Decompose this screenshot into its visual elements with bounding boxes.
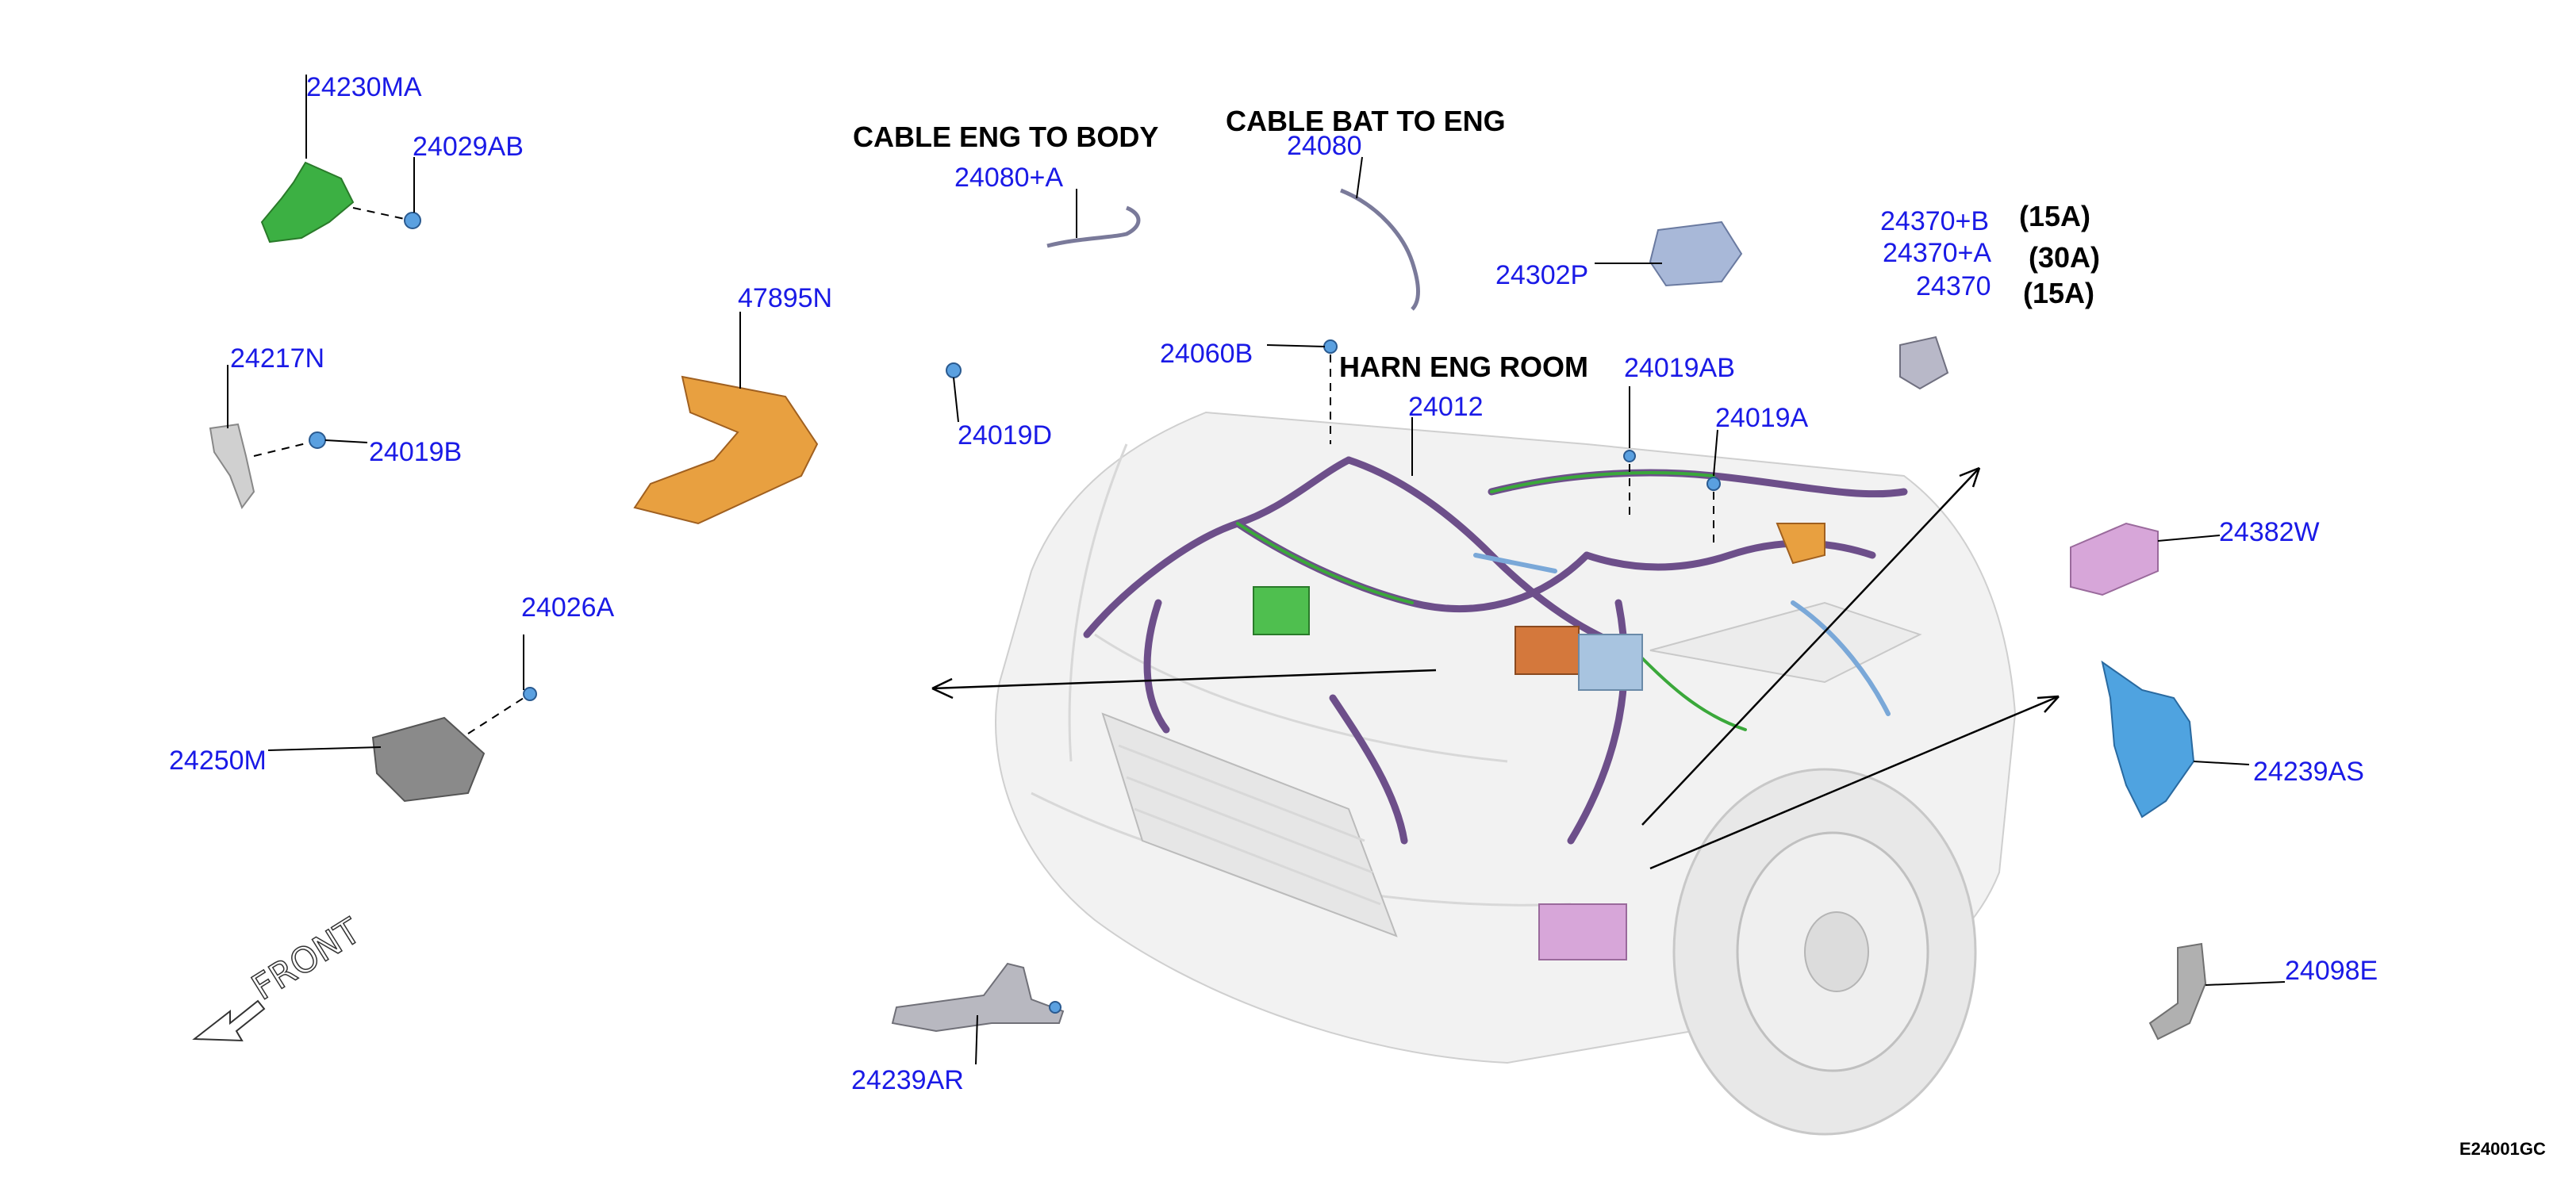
part-label-24080A[interactable]: 24080+A [954,163,1063,193]
part-label-24370B[interactable]: 24370+B [1880,206,1989,236]
bracket-47895N-shape [633,375,819,525]
part-label-24012[interactable]: 24012 [1408,392,1484,422]
part-label-24080[interactable]: 24080 [1287,131,1362,161]
diagram-code: E24001GC [2459,1139,2546,1159]
module-24302P-shape [1649,220,1743,287]
bolt-24019B-shape [309,431,326,449]
part-label-24217N[interactable]: 24217N [230,343,324,374]
part-label-24019B[interactable]: 24019B [369,437,462,467]
front-label: FRONT [245,911,368,1008]
vehicle-front-illustration [995,411,2017,1136]
part-label-24026A[interactable]: 24026A [521,592,615,623]
note-cable-eng-to-body: CABLE ENG TO BODY [853,121,1158,153]
part-label-24239AS[interactable]: 24239AS [2253,757,2364,787]
note-harn-eng-room: HARN ENG ROOM [1339,351,1588,383]
module-24250M-shape [371,716,486,803]
part-label-24230MA[interactable]: 24230MA [306,72,422,102]
engine-room-harness [1083,456,1908,960]
part-label-24302P[interactable]: 24302P [1495,260,1588,290]
bolt-24026A-shape [523,687,537,701]
part-label-47895N[interactable]: 47895N [738,283,832,313]
part-label-24019A[interactable]: 24019A [1715,403,1809,433]
relay-24370-shape [1899,335,1949,390]
bracket-24239AS-shape [2101,660,2195,819]
bracket-24230MA-shape [260,161,355,243]
fuse-rating-2: (30A) [2029,241,2100,274]
fuse-rating-1: (15A) [2019,200,2090,232]
part-label-24029AB[interactable]: 24029AB [413,132,524,162]
bolt-24019A-shape [1706,477,1721,491]
clip-24029AB-shape [404,212,421,229]
part-label-24060B[interactable]: 24060B [1160,339,1253,369]
front-wheel [1672,768,1977,1136]
bolt-24019D-shape [946,362,962,378]
front-direction-indicator: FRONT [192,911,368,1042]
clip-24060B-shape [1323,339,1338,354]
part-label-24098E[interactable]: 24098E [2285,956,2378,986]
cable-24080-shape [1340,188,1420,311]
note-cable-bat-to-eng: CABLE BAT TO ENG [1226,105,1506,137]
fuse-rating-3: (15A) [2023,277,2094,309]
leader-lines [227,75,2286,1065]
part-label-24019D[interactable]: 24019D [958,420,1052,450]
bracket-24239AR-shape [891,962,1065,1033]
part-label-24250M[interactable]: 24250M [169,746,267,776]
part-label-24382W[interactable]: 24382W [2219,517,2320,547]
explosion-arrows [931,466,2060,870]
part-label-24019AB[interactable]: 24019AB [1624,353,1735,383]
cable-24080A-shape [1046,205,1141,248]
bracket-24098E-shape [2148,942,2207,1041]
bracket-24217N-shape [209,423,255,510]
part-label-24370[interactable]: 24370 [1916,271,1991,301]
fusebox-24382W-shape [2070,522,2159,596]
grille [1101,712,1398,937]
clip-24239AR-shape [1049,1001,1061,1014]
part-label-24239AR[interactable]: 24239AR [851,1065,964,1095]
bolt-24019AB-shape [1623,450,1636,462]
part-label-24370A[interactable]: 24370+A [1883,238,1991,268]
